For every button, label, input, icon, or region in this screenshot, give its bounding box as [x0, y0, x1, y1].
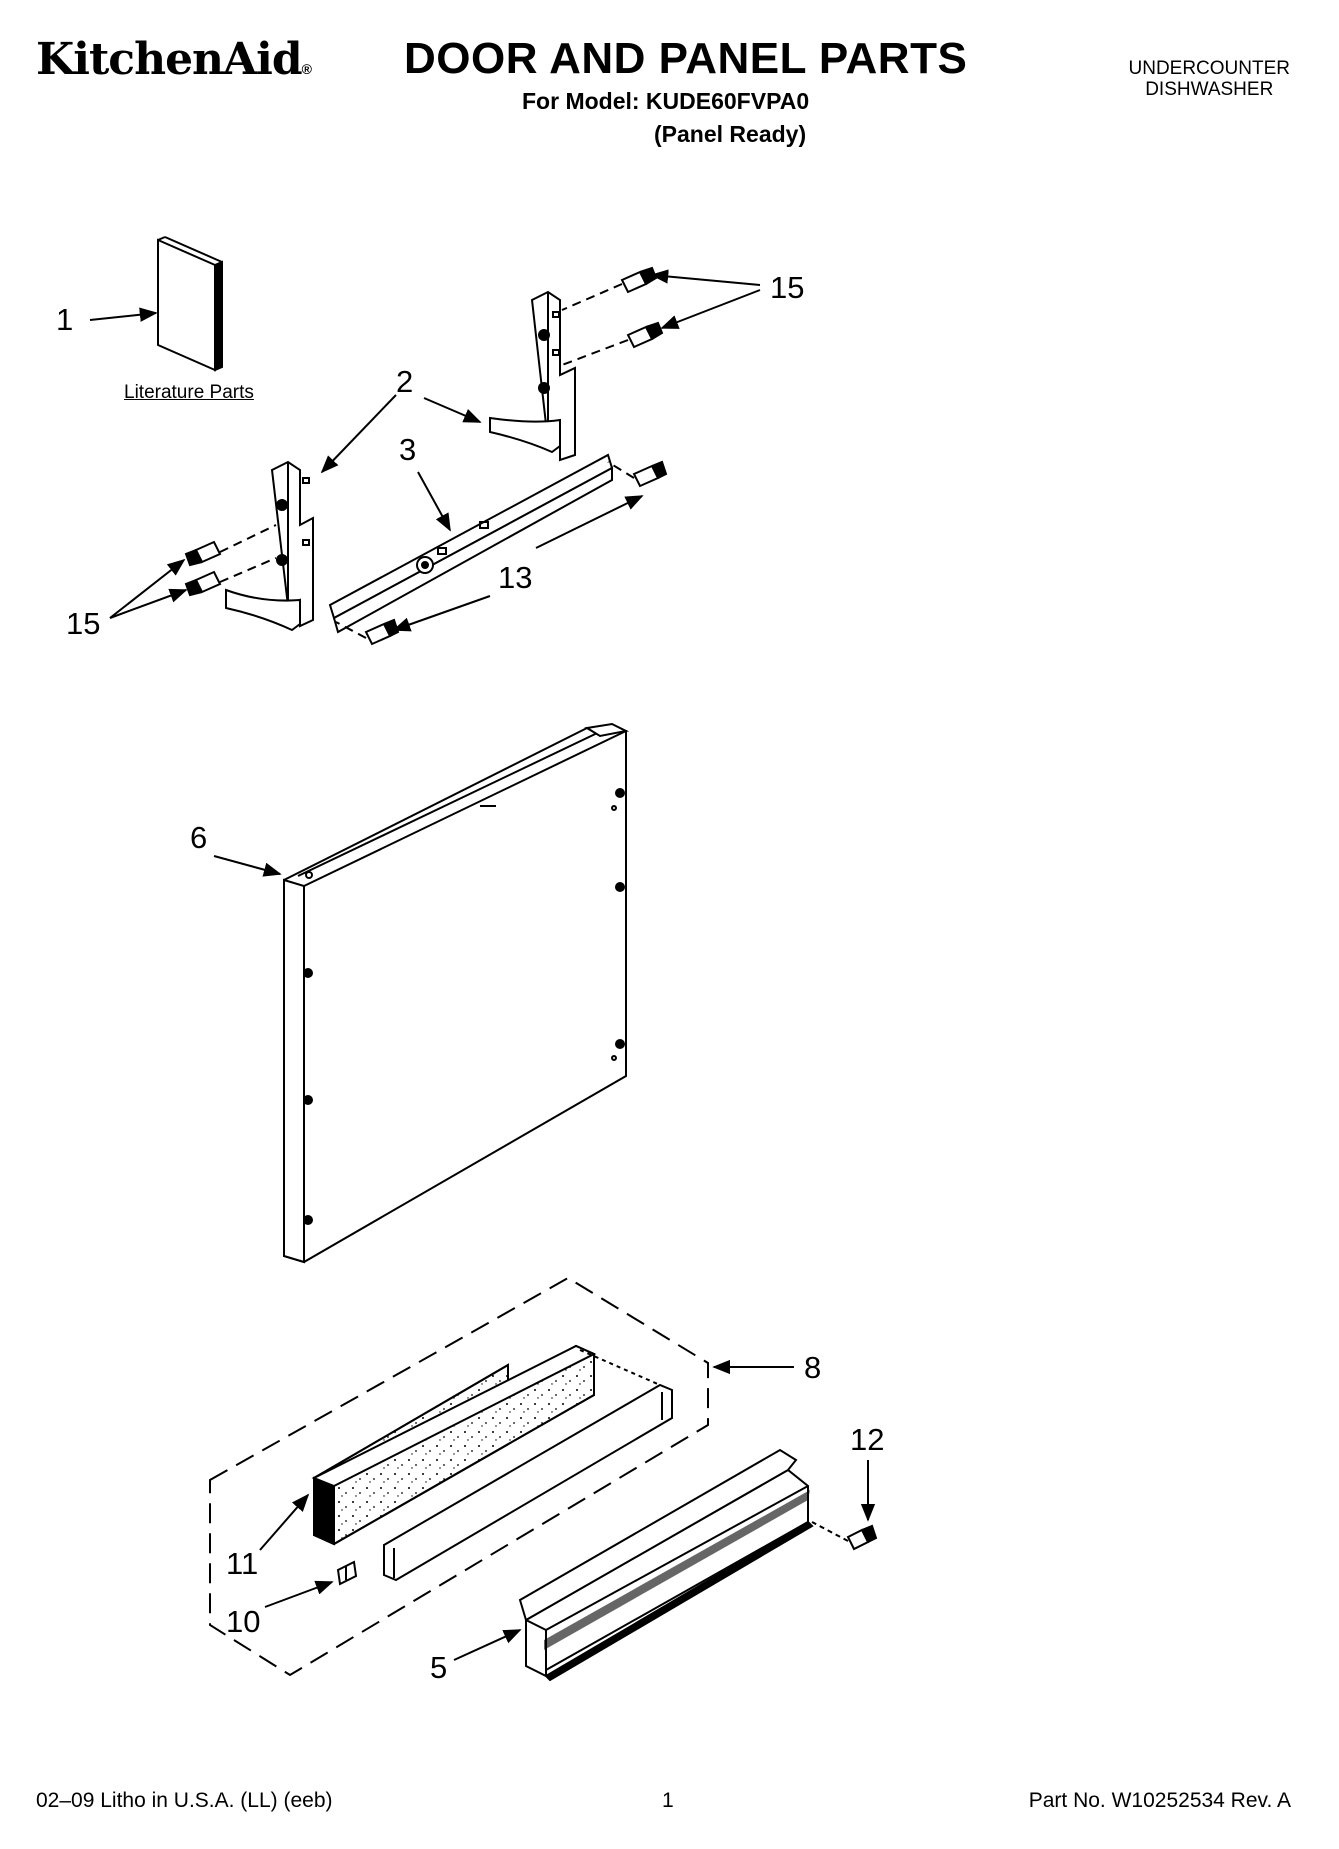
callout-5: 5: [430, 1650, 448, 1685]
appliance-type: UNDERCOUNTER DISHWASHER: [1129, 58, 1291, 100]
brand-name: KitchenAid: [36, 34, 303, 85]
callout-10: 10: [226, 1604, 261, 1639]
screw-toe-panel: [811, 1521, 878, 1551]
kit-enclosure: [209, 1276, 709, 1677]
page-number: 1: [662, 1789, 674, 1812]
screw-top-2: [626, 321, 664, 349]
screw-rail-right: [632, 460, 668, 488]
brand-logo: KitchenAid®: [36, 34, 312, 85]
callout-15-left: 15: [66, 606, 101, 641]
screw-top-1: [620, 266, 658, 294]
print-info: 02–09 Litho in U.S.A. (LL) (eeb): [36, 1789, 333, 1812]
literature-parts-label: Literature Parts: [124, 382, 254, 403]
callout-leaders: [89, 269, 876, 1661]
trim-strip: [383, 1349, 673, 1582]
part-number: Part No. W10252534 Rev. A: [1028, 1789, 1291, 1812]
literature-book: [157, 236, 223, 372]
appliance-type-line1: UNDERCOUNTER: [1128, 58, 1291, 79]
left-hinge-bracket: [225, 460, 314, 632]
model-line: For Model: KUDE60FVPA0: [522, 88, 810, 114]
variant-label: (Panel Ready): [654, 121, 807, 147]
callout-6: 6: [190, 820, 208, 855]
page-title: DOOR AND PANEL PARTS: [404, 34, 968, 83]
mounting-rail: [328, 453, 614, 634]
clip: [336, 1560, 358, 1586]
door-panel: [283, 722, 630, 1264]
callout-2: 2: [396, 364, 414, 399]
callout-15-top: 15: [770, 270, 805, 305]
foam-insulation: [311, 1344, 597, 1546]
toe-panel: [518, 1448, 814, 1682]
screw-left-2: [184, 570, 222, 597]
callout-3: 3: [399, 432, 417, 467]
callout-8: 8: [804, 1350, 822, 1385]
callout-12: 12: [850, 1422, 885, 1457]
appliance-type-line2: DISHWASHER: [1145, 79, 1274, 100]
callout-13: 13: [498, 560, 533, 595]
callout-11: 11: [226, 1546, 259, 1581]
screw-rail-left: [364, 618, 400, 646]
callout-1: 1: [56, 302, 74, 337]
registered-mark: ®: [301, 61, 312, 77]
screw-left-1: [184, 540, 222, 567]
alignment-lines: [219, 283, 635, 639]
right-hinge-bracket: [489, 290, 576, 462]
